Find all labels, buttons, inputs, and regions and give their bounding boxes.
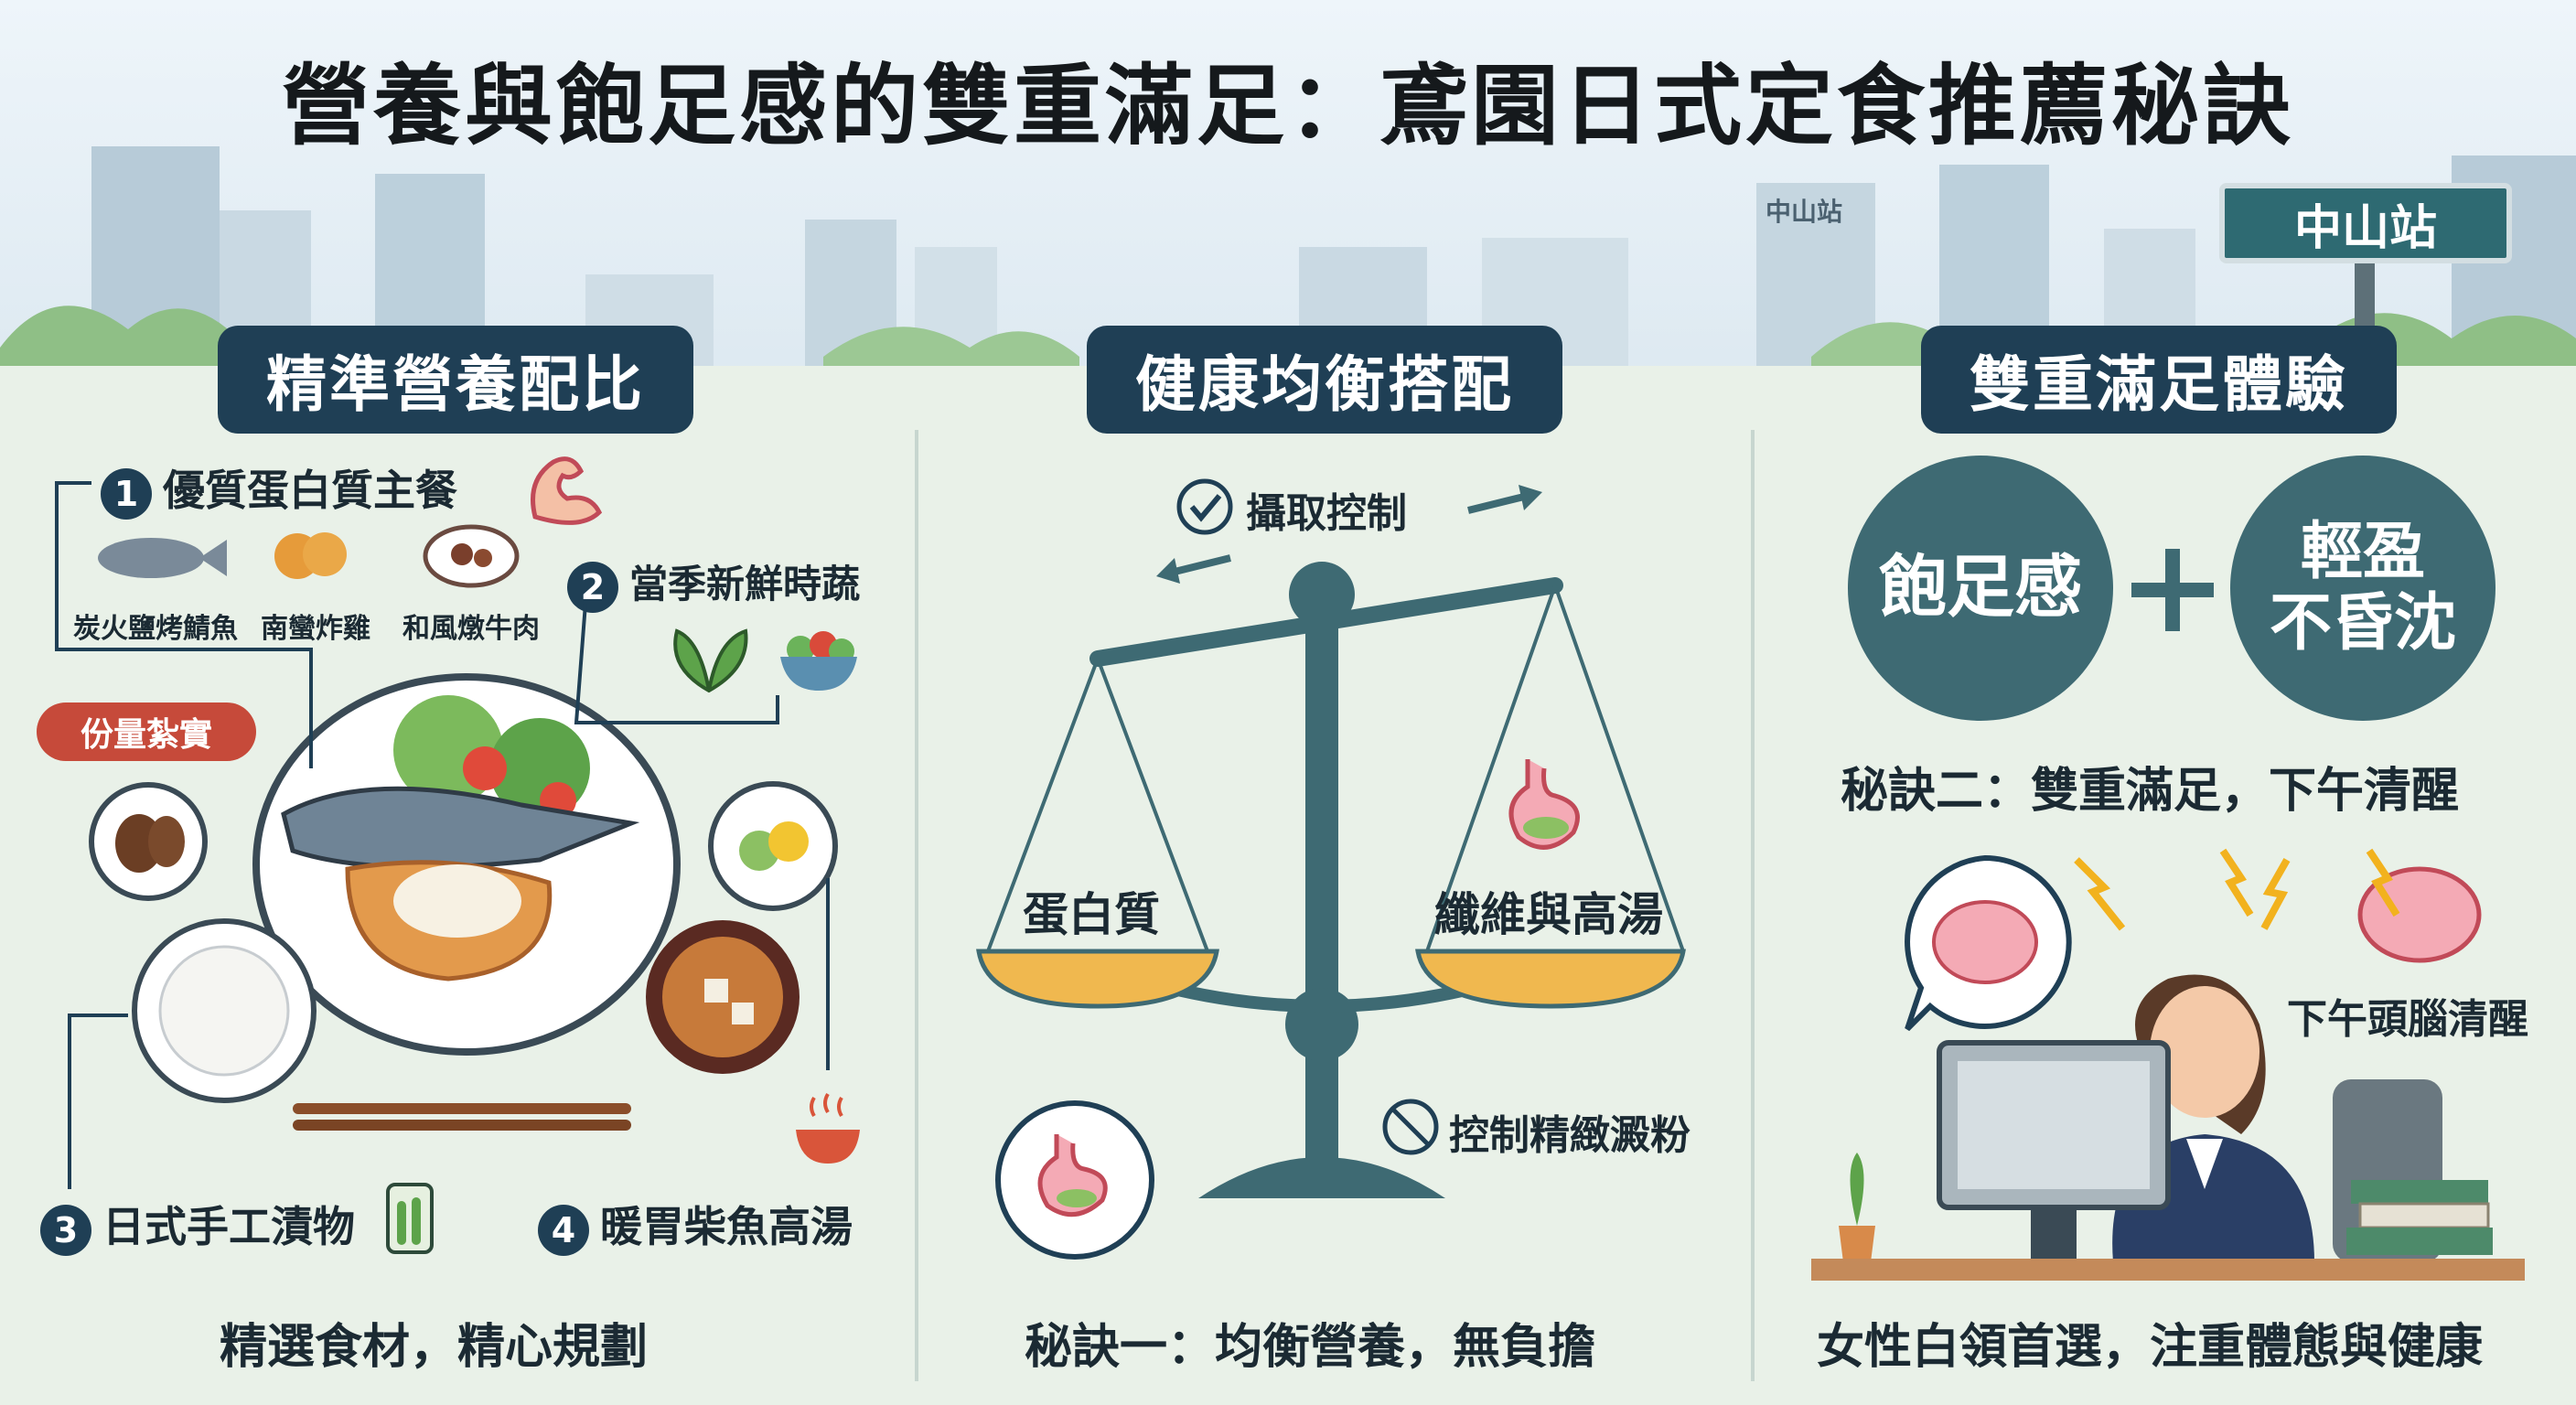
soup-bowl-icon: [796, 1092, 860, 1164]
column-2-footer: 秘訣一：均衡營養，無負擔: [1025, 1320, 1596, 1375]
heading-nutrition-ratio: 精準營養配比: [218, 326, 693, 434]
brain-bubble: [1905, 854, 2072, 1032]
mackerel-icon: [98, 538, 227, 578]
no-starch-icon: [1382, 1099, 1439, 1155]
balance-scale: [976, 562, 1686, 1198]
column-divider-1: [915, 430, 918, 1381]
column-1-footer: 精選食材，精心規劃: [220, 1320, 649, 1375]
left-pan-protein: 蛋白質: [1023, 888, 1160, 941]
chopsticks: [293, 1103, 631, 1131]
option-braised-beef: 和風燉牛肉: [402, 613, 540, 645]
heading-balanced-combo: 健康均衡搭配: [1087, 326, 1562, 434]
arrow-left-icon: [1156, 554, 1231, 584]
column-3-footer: 女性白領首選，注重體態與健康: [1817, 1320, 2484, 1375]
fried-chicken-icon: [274, 532, 347, 579]
office-woman-scene: [1811, 974, 2525, 1281]
stomach-icon-right: [1508, 759, 1580, 850]
item-pickles-label: 日式手工漬物: [102, 1202, 355, 1251]
rice-bowl: [132, 918, 317, 1103]
check-icon: [1176, 478, 1233, 535]
light-circle: 輕盈 不昏沈: [2230, 456, 2496, 721]
option-mackerel: 炭火鹽烤鯖魚: [73, 613, 238, 645]
pickle-jar-icon: [386, 1183, 434, 1254]
item-number-3: 3: [40, 1204, 91, 1256]
right-pan-fiber-soup: 纖維與高湯: [1434, 888, 1663, 941]
item-number-1: 1: [101, 467, 152, 520]
starch-control-label: 控制精緻澱粉: [1449, 1112, 1690, 1159]
satiety-circle: 飽足感: [1848, 456, 2113, 721]
warning-text: 份量紮實: [80, 716, 212, 754]
item-protein-label: 優質蛋白質主餐: [163, 466, 457, 515]
miso-soup-bowl: [646, 920, 800, 1074]
satiety-label: 飽足感: [1879, 548, 2082, 627]
option-nanban-chicken: 南蠻炸雞: [261, 613, 370, 645]
arrow-right-icon: [1467, 485, 1542, 514]
main-plate: [252, 673, 681, 1056]
column-divider-2: [1751, 430, 1755, 1381]
page-title: 營養與飽足感的雙重滿足：鳶園日式定食推薦秘訣: [282, 55, 2294, 157]
item-number-4: 4: [538, 1204, 589, 1256]
item-number-2: 2: [567, 561, 618, 613]
portion-warning-badge: 份量紮實: [37, 702, 256, 761]
item-vegetables-label: 當季新鮮時蔬: [629, 562, 861, 606]
plus-icon: [2131, 549, 2214, 631]
salad-bowl-icon: [780, 631, 857, 691]
tip-two: 秘訣二：雙重滿足，下午清醒: [1841, 764, 2460, 819]
spinach-icon: [673, 628, 748, 693]
muscle-arm-icon: [531, 456, 603, 525]
heading-dual-satisfaction: 雙重滿足體驗: [1921, 326, 2397, 434]
light-label-1: 輕盈: [2300, 515, 2425, 588]
intake-control-label: 攝取控制: [1246, 490, 1407, 537]
brain-clear-label: 下午頭腦清醒: [2287, 996, 2528, 1043]
item-soup-label: 暖胃柴魚高湯: [600, 1202, 853, 1251]
braised-beef-icon: [423, 524, 520, 588]
light-label-2: 不昏沈: [2269, 587, 2456, 660]
pickles-plate: [708, 781, 838, 911]
building-sign: 中山站: [1766, 197, 1843, 227]
brain-icon: [2357, 866, 2482, 963]
side-dish-plate: [89, 782, 208, 901]
station-sign: 中山站: [2219, 183, 2512, 263]
stomach-circle-icon: [995, 1100, 1154, 1260]
lightning-icon: [2074, 848, 2400, 931]
